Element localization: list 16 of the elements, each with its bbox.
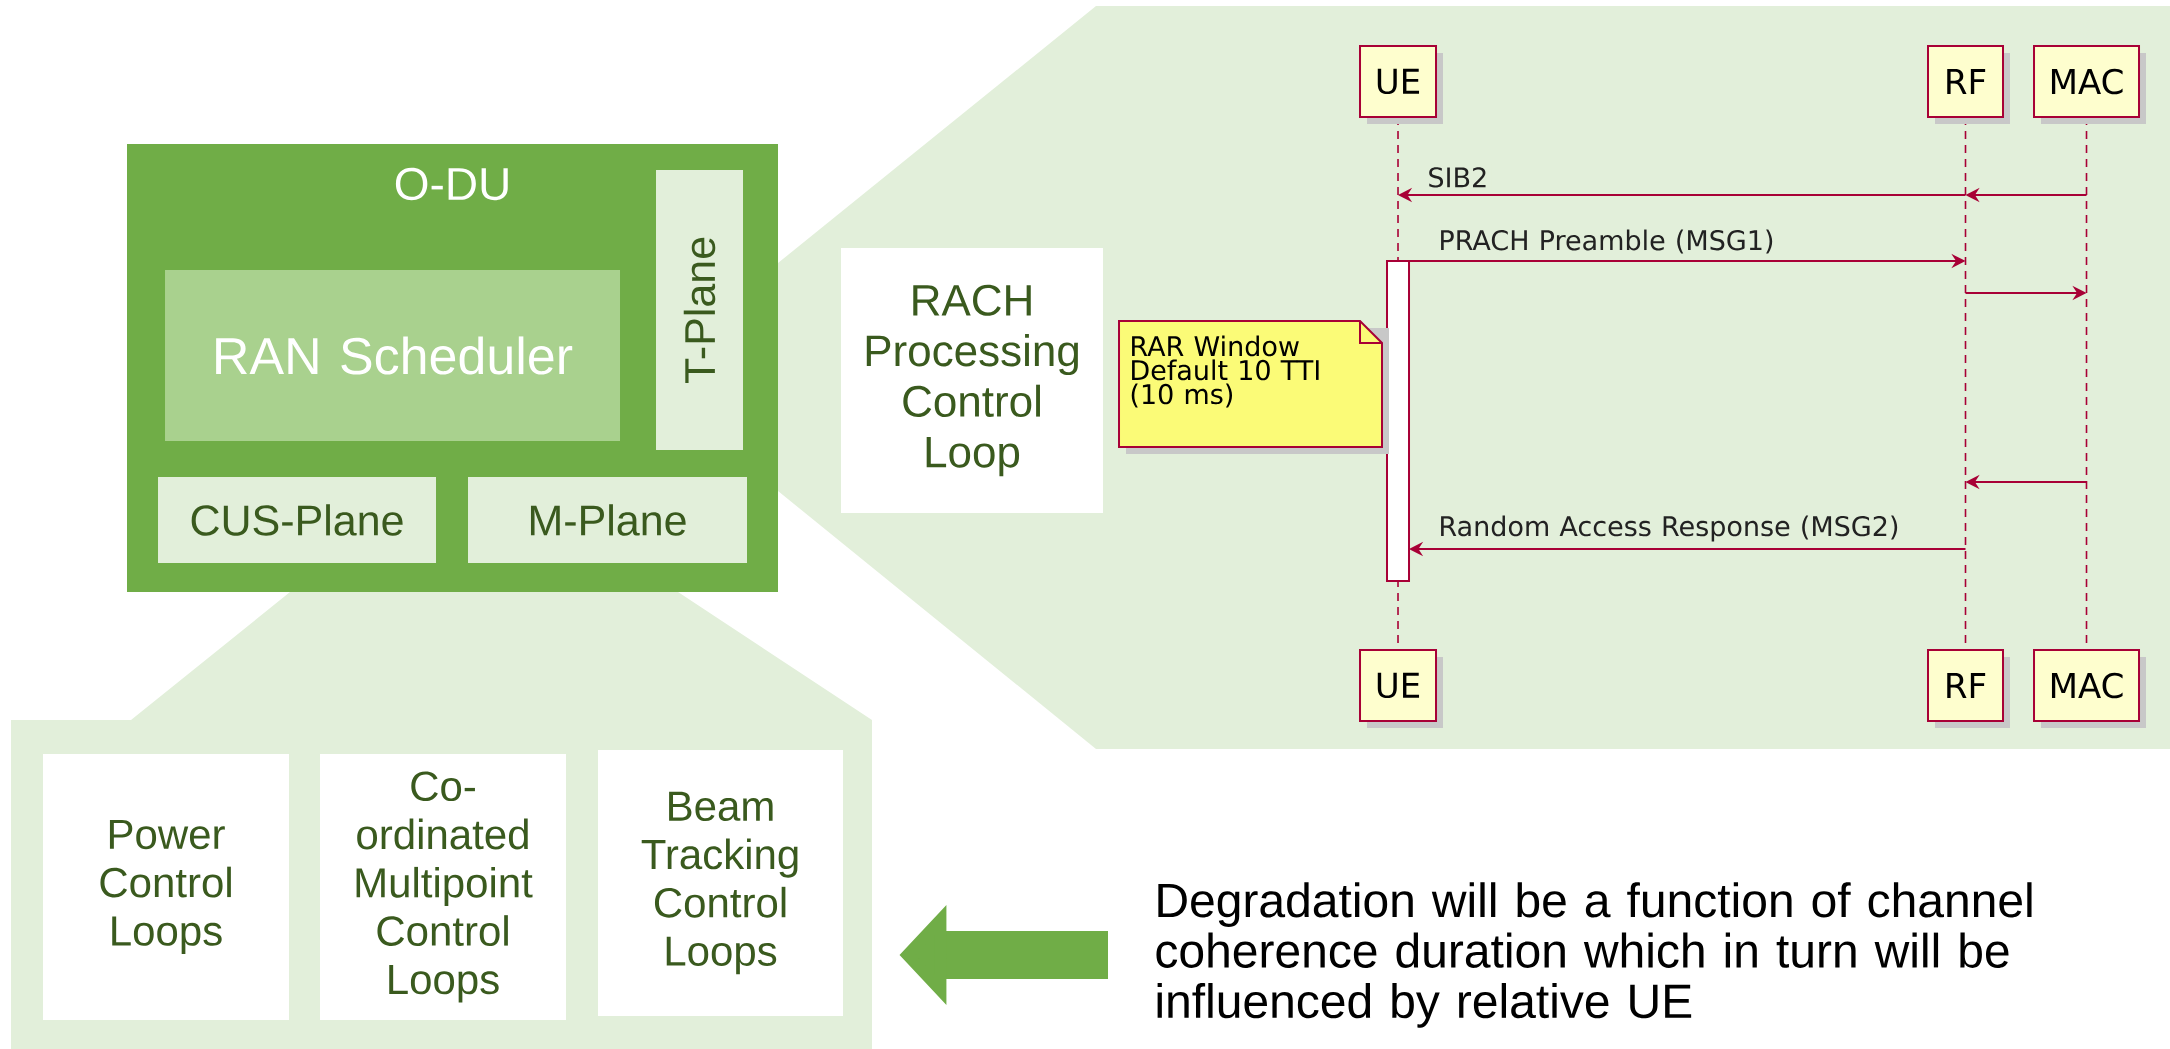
node-label: RF [1947, 673, 1986, 698]
node-label: UE [1377, 68, 1420, 95]
node-label: MAC [2051, 672, 2123, 699]
loop-box: RACH Processing Control Loop [841, 248, 1103, 513]
loop-box: Power Control Loops [43, 754, 289, 1020]
note-box: RAR Window Default 10 TTI (10 ms) [1118, 320, 1389, 454]
participant-lifeline: MAC MAC [2033, 45, 2146, 728]
scheduler-box: RAN Scheduler [165, 270, 620, 441]
loop-box: Co-ordinated Multipoint Control Loops [320, 754, 566, 1020]
plane-box: CUS-Plane [158, 477, 436, 563]
plane-box: M-Plane [468, 477, 747, 563]
plane-box: T-Plane [656, 170, 743, 450]
participant-lifeline: RF RF [1927, 45, 2010, 728]
node-label: UE [1377, 672, 1420, 699]
loop-box: Beam Tracking Control Loops [598, 750, 843, 1016]
description-text: Degradation will be a function of channel coherence duration which in turn will be influenced by relative UE [1156, 882, 2032, 1028]
